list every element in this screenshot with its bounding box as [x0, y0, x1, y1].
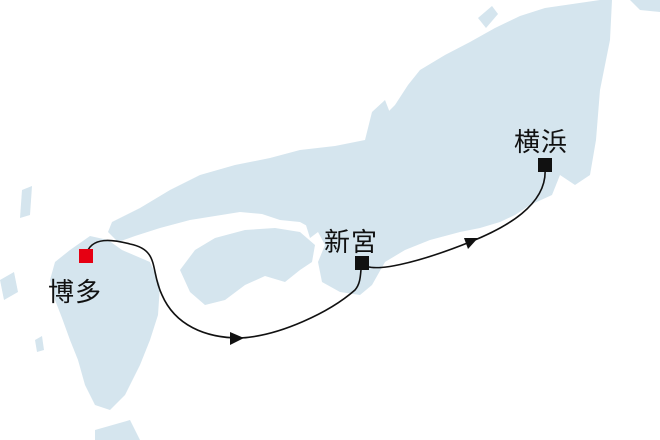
route-arrow-1	[230, 332, 244, 345]
hakata-marker	[79, 249, 93, 263]
shikoku	[180, 228, 315, 305]
koshiki-island	[35, 336, 44, 352]
port-label-hakata: 博多	[48, 278, 103, 308]
noto-peninsula	[365, 100, 392, 140]
awaji-island	[305, 215, 318, 238]
tsushima-island	[20, 186, 32, 218]
shingu-marker	[355, 256, 369, 270]
kyushu	[50, 236, 160, 410]
route-arrow-2	[464, 238, 478, 249]
hokkaido	[630, 0, 660, 12]
sado-island	[478, 6, 498, 28]
port-label-yokohama: 横浜	[514, 128, 569, 158]
port-label-shingu: 新宮	[324, 228, 379, 258]
goto-islands	[0, 272, 18, 300]
yokohama-marker	[538, 158, 552, 172]
honshu	[108, 0, 612, 295]
tanegashima	[95, 420, 140, 440]
